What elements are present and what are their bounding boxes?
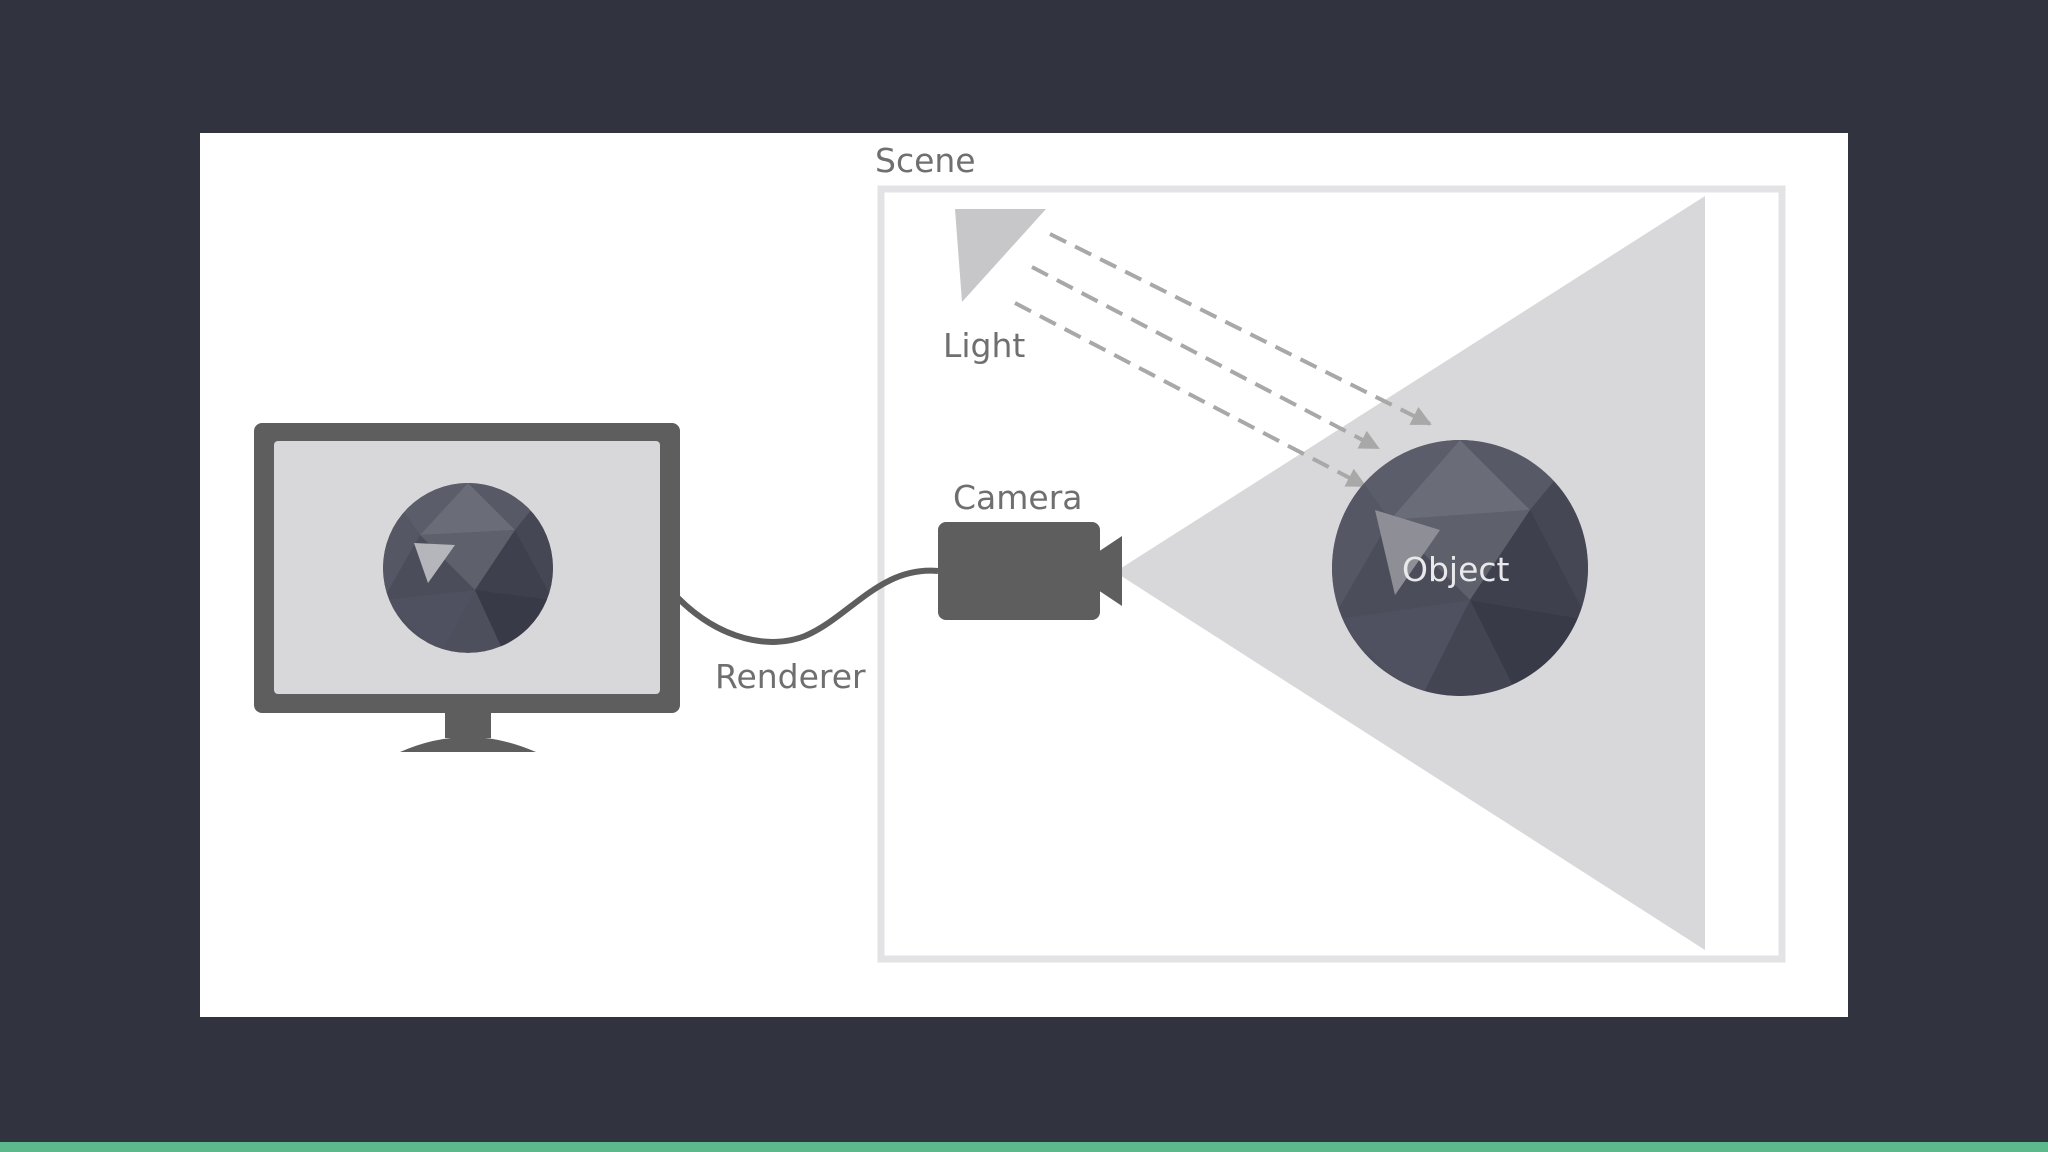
object-sphere — [1332, 440, 1588, 696]
light-ray — [1049, 232, 1432, 426]
scene-box — [877, 185, 1786, 963]
light-ray — [1014, 301, 1367, 488]
accent-bar — [0, 1142, 2048, 1152]
renderer-cable — [675, 567, 939, 645]
scene-label: Scene — [875, 141, 976, 180]
object-label: Object — [1402, 550, 1510, 589]
camera-lens — [1098, 536, 1122, 606]
camera-body — [938, 522, 1100, 620]
camera-label: Camera — [953, 478, 1083, 517]
light-icon — [955, 209, 1046, 302]
light-ray — [1031, 265, 1380, 450]
renderer-label: Renderer — [715, 657, 866, 696]
light-label: Light — [943, 326, 1025, 365]
